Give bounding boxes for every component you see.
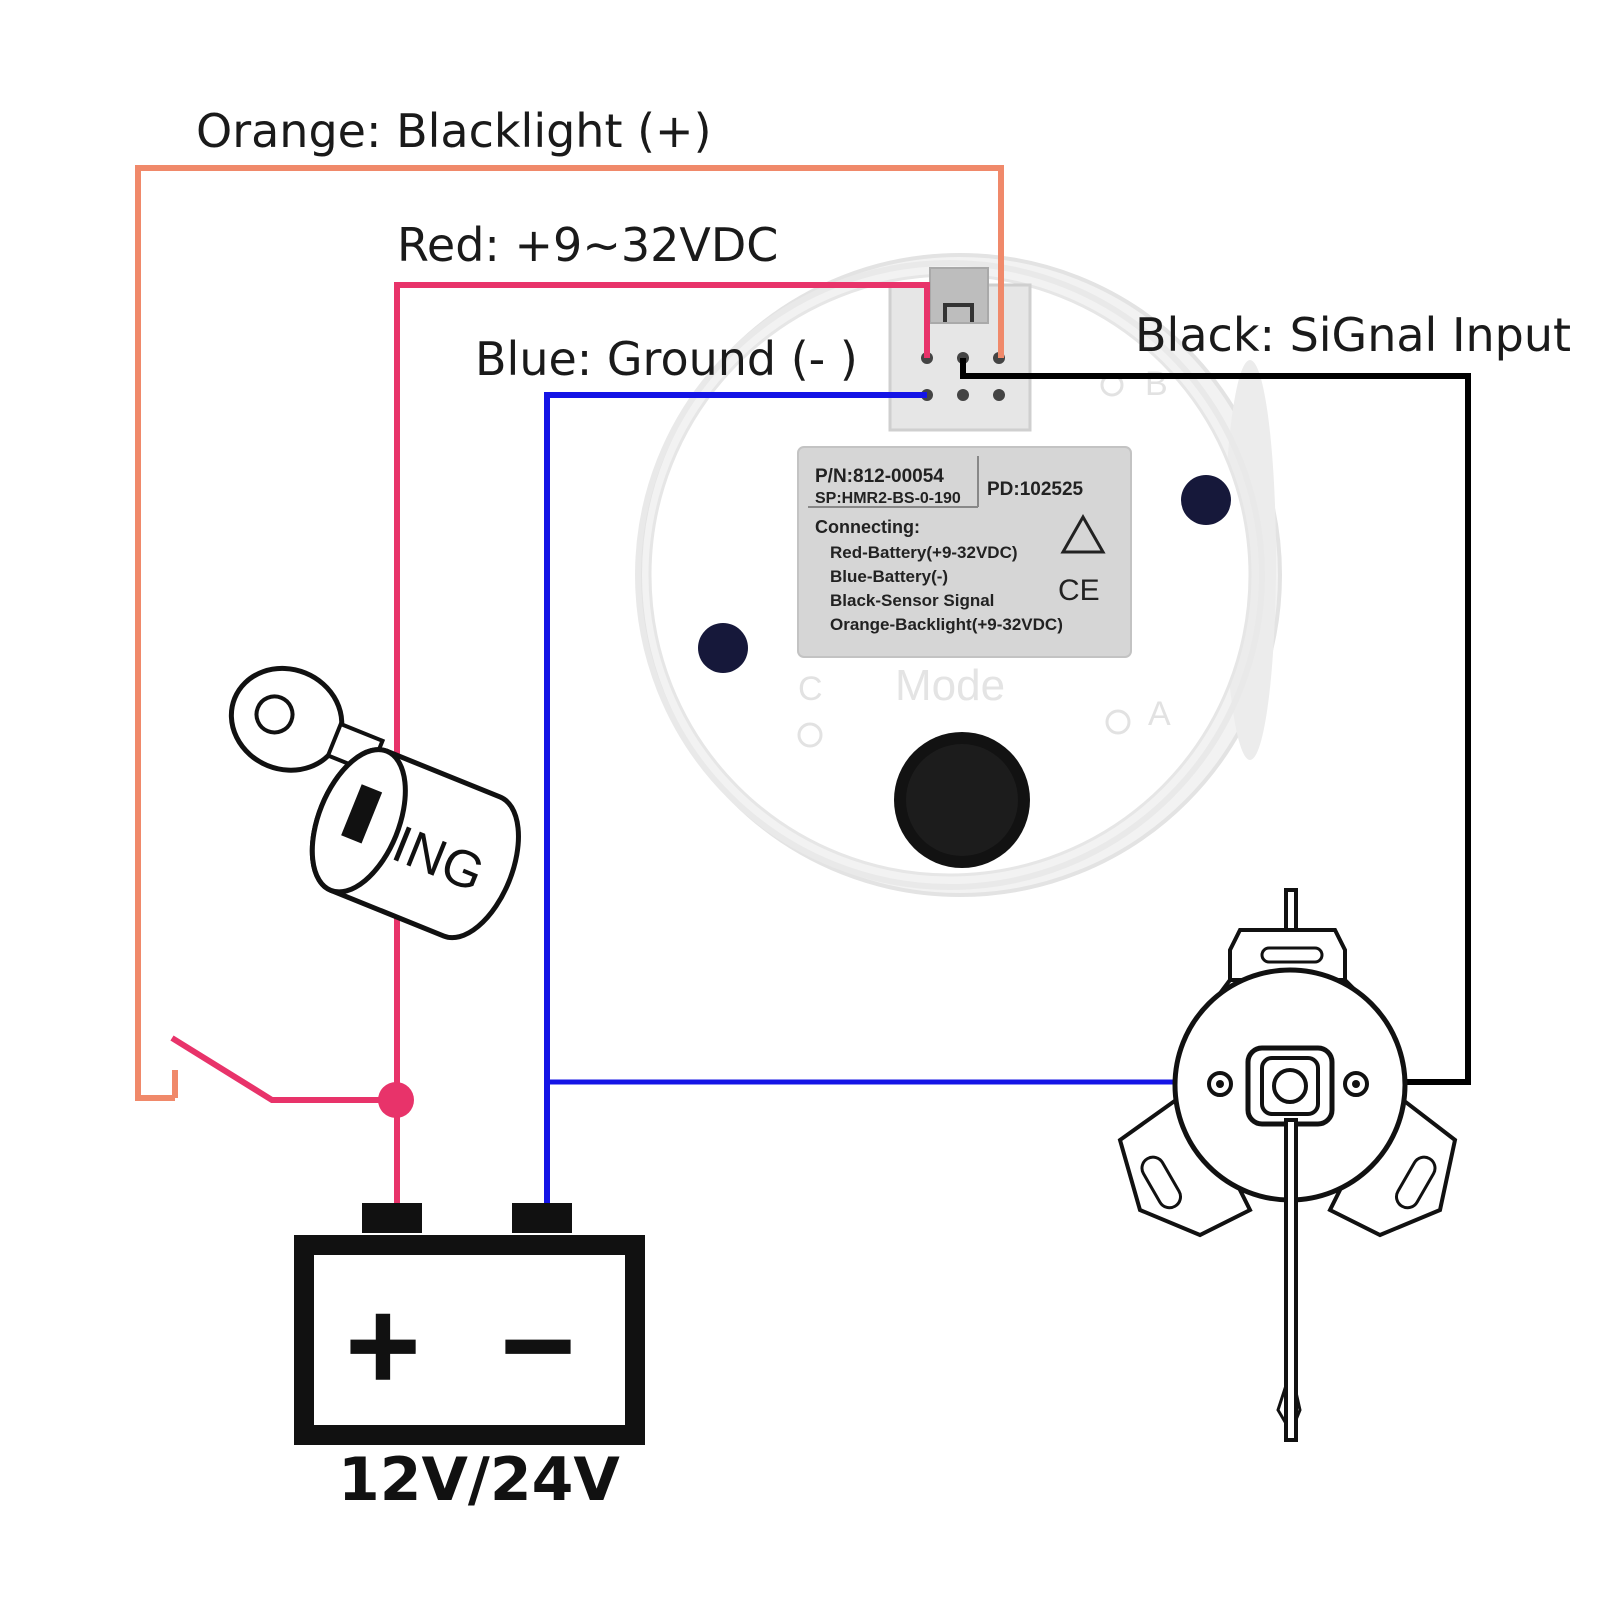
spec-label: P/N:812-00054 SP:HMR2-BS-0-190 PD:102525…	[797, 446, 1132, 658]
level-sender	[1117, 888, 1458, 1442]
recycle-icon	[1060, 513, 1106, 554]
pd-number: PD:102525	[987, 479, 1084, 500]
red-wire	[394, 282, 930, 1210]
terminal-b-label: B	[1145, 365, 1168, 403]
red-wire-label: Red: +9~32VDC	[397, 218, 779, 272]
blue-wire-label: Blue: Ground (- )	[475, 332, 858, 386]
black-wire-label: Black: SiGnal Input	[1135, 308, 1572, 362]
battery-voltage-label: 12V/24V	[338, 1445, 620, 1515]
part-number: P/N:812-00054	[815, 466, 944, 487]
mounting-hole-right	[1181, 475, 1231, 525]
connecting-line-4: Orange-Backlight(+9-32VDC)	[830, 615, 1063, 634]
battery: + −	[294, 1203, 645, 1445]
connecting-line-1: Red-Battery(+9-32VDC)	[830, 543, 1018, 562]
connecting-line-2: Blue-Battery(-)	[830, 567, 948, 586]
battery-terminal-positive	[362, 1203, 422, 1233]
junction-node	[378, 1082, 414, 1118]
terminal-c-hole	[797, 722, 823, 748]
black-wire	[960, 358, 1471, 1085]
connecting-line-3: Black-Sensor Signal	[830, 591, 994, 610]
battery-body	[294, 1235, 645, 1445]
terminal-c-label: C	[798, 670, 823, 708]
ignition-switch: ING	[228, 665, 521, 941]
orange-wire-label: Orange: Blacklight (+)	[196, 104, 712, 158]
terminal-a-hole	[1105, 709, 1131, 735]
orange-wire	[135, 165, 1004, 1101]
battery-minus-sign: −	[500, 1272, 576, 1418]
blue-wire	[544, 392, 927, 1210]
battery-terminal-negative	[512, 1203, 572, 1233]
terminal-a-label: A	[1148, 695, 1171, 733]
mode-label: Mode	[895, 661, 1005, 710]
connecting-title: Connecting:	[815, 517, 920, 537]
gauge-bezel-line	[635, 260, 1265, 890]
switch-arm	[170, 1035, 393, 1103]
connector-latch	[929, 267, 989, 324]
mounting-hole-left	[698, 623, 748, 673]
sp-number: SP:HMR2-BS-0-190	[815, 490, 961, 507]
gauge-back: B C A P/N:812-00054 SP:HMR2-BS-0-190 PD:…	[635, 253, 1282, 897]
ce-mark: CE	[1058, 574, 1100, 607]
battery-plus-sign: +	[345, 1272, 421, 1418]
connector-latch-slot	[943, 303, 974, 322]
